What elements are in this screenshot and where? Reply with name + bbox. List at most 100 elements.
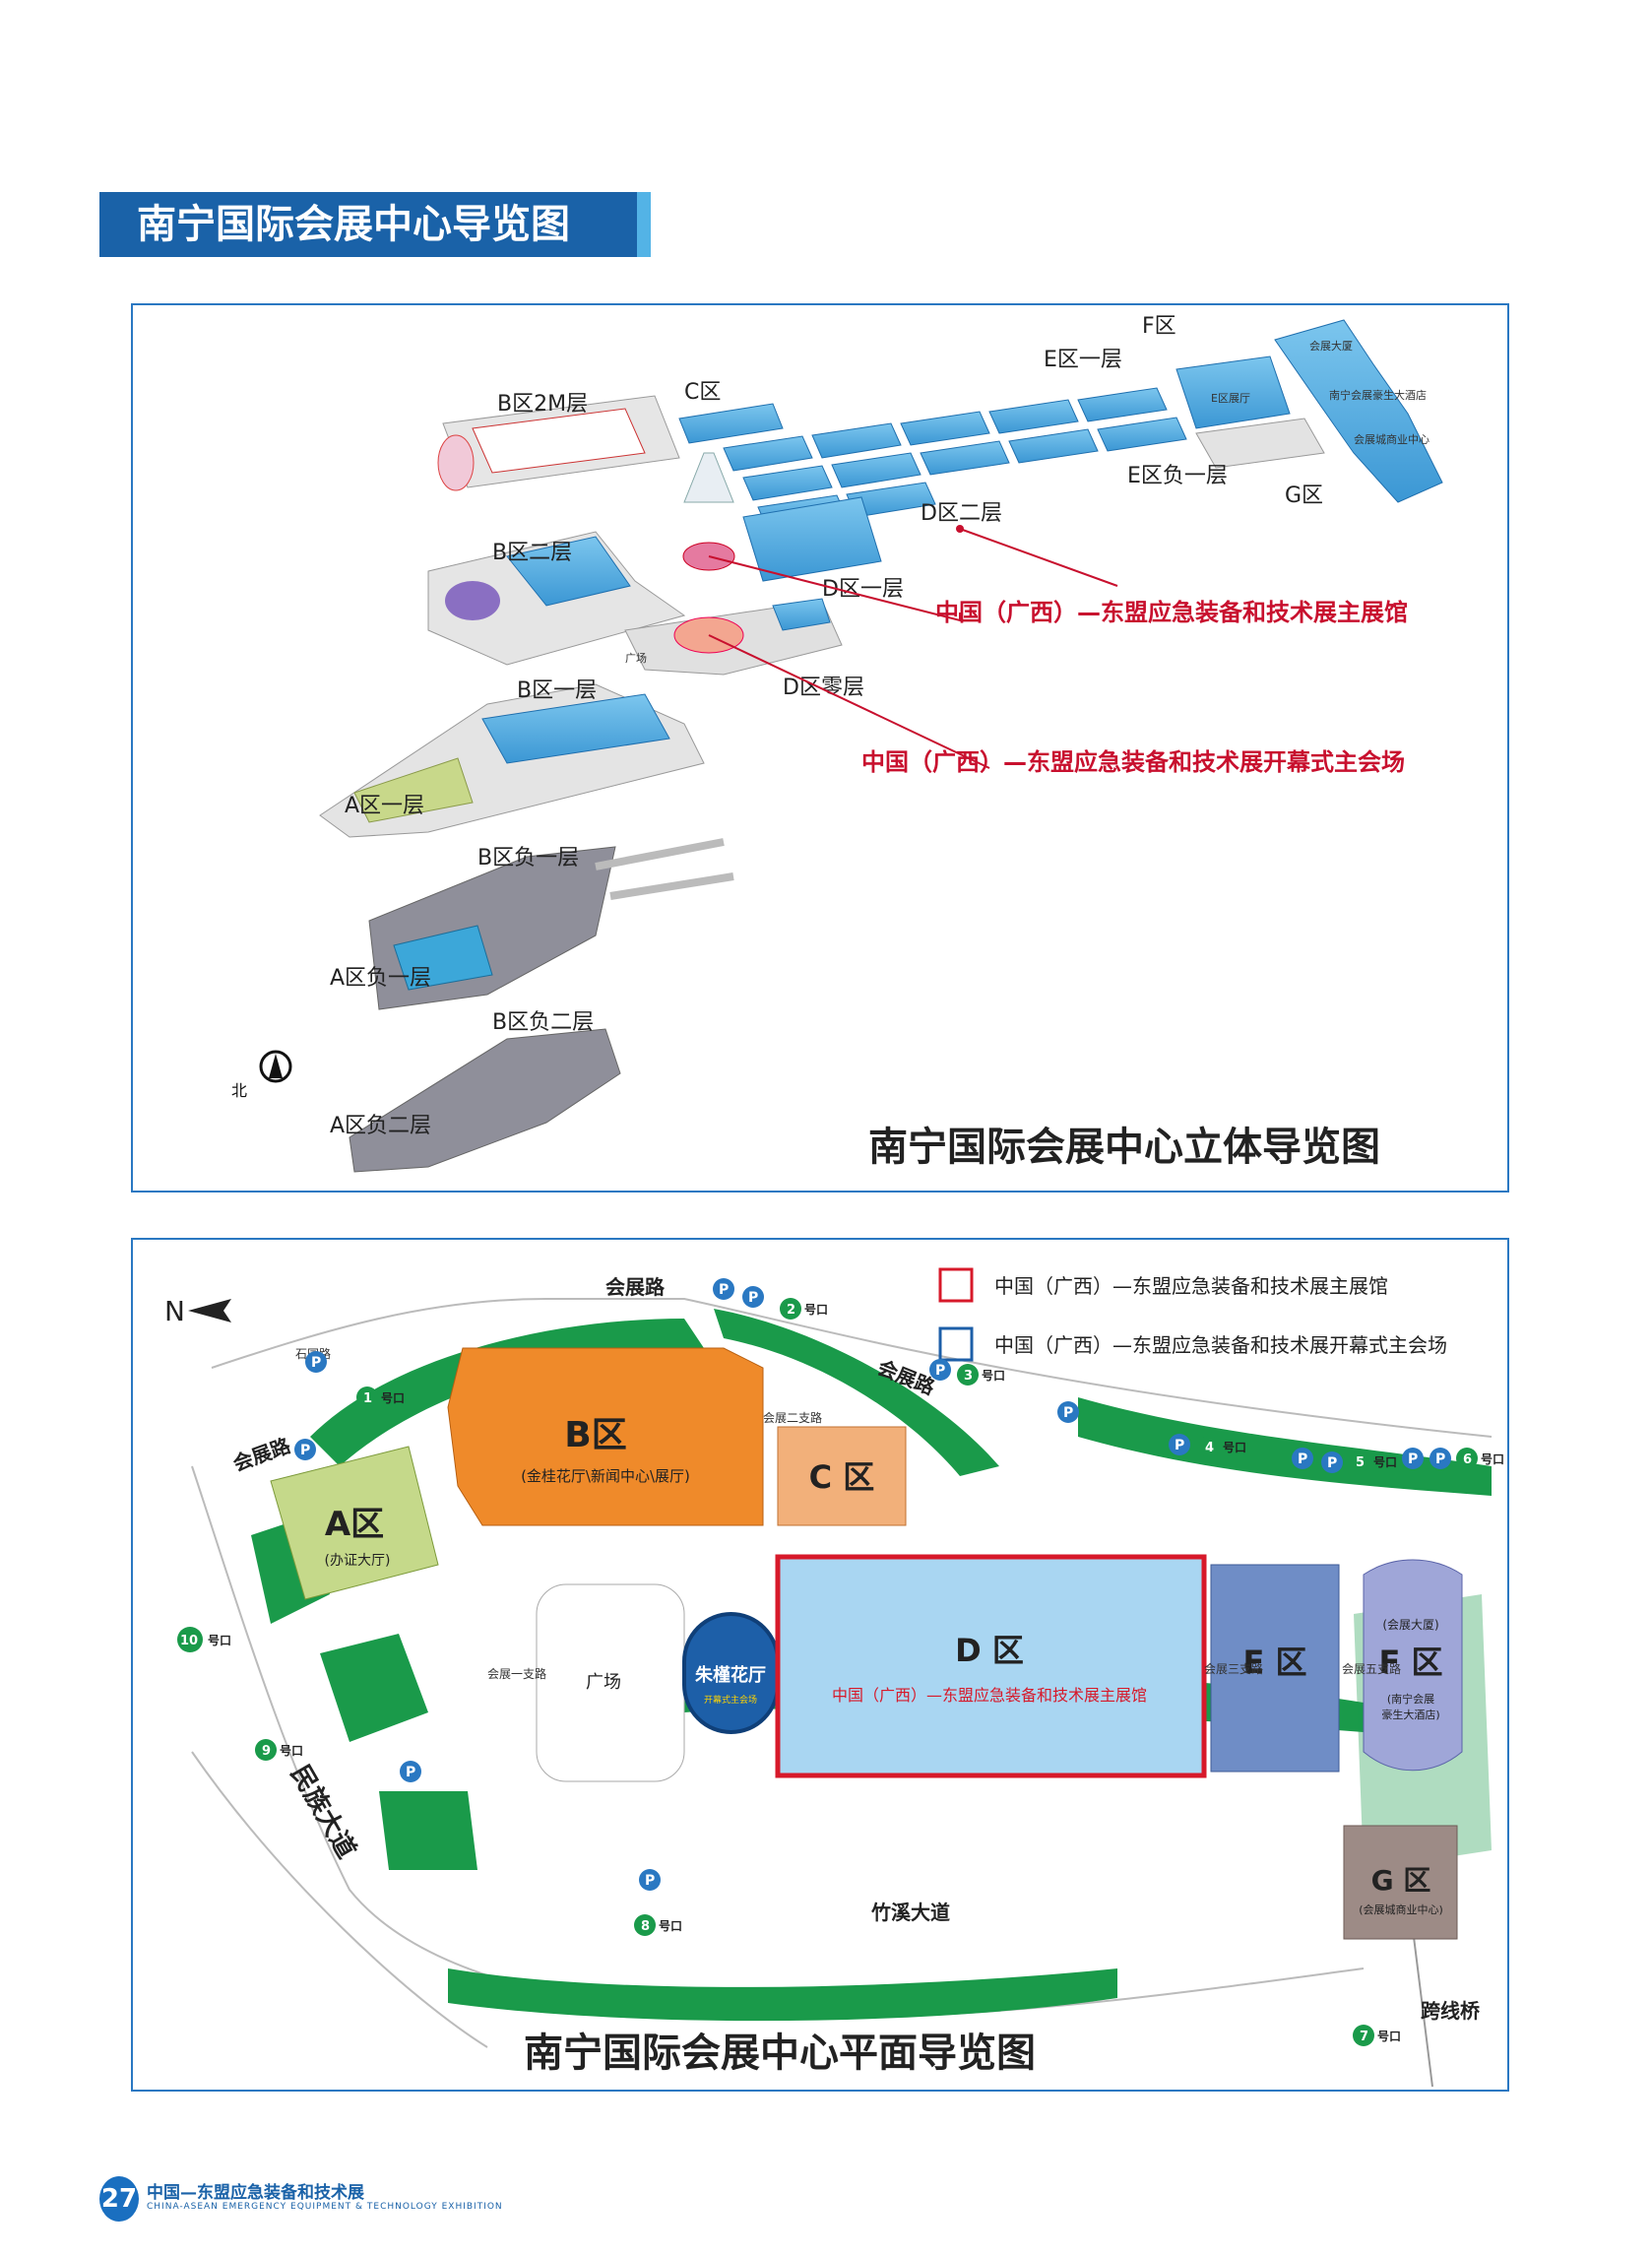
zone-g[interactable] (1343, 1825, 1458, 1940)
legend-main-hall: 中国（广西）—东盟应急装备和技术展主展馆 (994, 1274, 1388, 1298)
parking-icon: P (305, 1351, 327, 1373)
label-f: F区 (1142, 314, 1176, 339)
zone-d[interactable] (775, 1554, 1207, 1778)
svg-text:P: P (935, 1363, 945, 1379)
zone-f-name: F 区 (1378, 1644, 1442, 1681)
label-b-neg1: B区负一层 (477, 846, 579, 871)
compass-icon (259, 1050, 292, 1083)
svg-text:号口: 号口 (804, 1302, 828, 1317)
label-a-neg2: A区负二层 (330, 1114, 431, 1138)
footer-title-en: CHINA-ASEAN EMERGENCY EQUIPMENT & TECHNO… (147, 2202, 503, 2212)
gate-2: 2 号口 (780, 1298, 828, 1320)
zone-f[interactable] (1363, 1559, 1463, 1772)
layer-b2[interactable] (427, 531, 686, 666)
zone-f-sub1: (会展大厦) (1382, 1618, 1438, 1632)
map-2d-caption: 南宁国际会展中心平面导览图 (524, 2031, 1036, 2076)
parking-icon: P (742, 1286, 764, 1308)
label-e-hall: E区展厅 (1211, 392, 1250, 405)
legend-opening: 中国（广西）—东盟应急装备和技术展开幕式主会场 (994, 1333, 1447, 1357)
svg-text:号口: 号口 (381, 1390, 405, 1405)
parking-icon: P (1402, 1448, 1424, 1469)
label-f-building: 会展大厦 (1309, 339, 1353, 353)
north-arrow-icon (188, 1299, 231, 1322)
parking-icon: P (294, 1439, 316, 1460)
label-b2m: B区2M层 (497, 392, 588, 417)
map-3d-panel: 北 B区2M层 C区 E区一层 F区 G区 E区负一层 D区二层 B区二层 D区… (131, 303, 1509, 1193)
road-minzu: 民族大道 (285, 1760, 362, 1864)
callout-opening-venue: 中国（广西）—东盟应急装备和技术展开幕式主会场 (861, 748, 1405, 776)
zone-a[interactable] (270, 1446, 439, 1600)
zone-f-sub3: 豪生大酒店) (1381, 1708, 1439, 1721)
zone-b-sub: (金桂花厅\新闻中心\展厅) (521, 1467, 690, 1485)
layer-neg1[interactable] (368, 838, 734, 1010)
map-3d-caption: 南宁国际会展中心立体导览图 (868, 1125, 1380, 1170)
zone-d-sub: 中国（广西）—东盟应急装备和技术展主展馆 (832, 1686, 1147, 1705)
svg-text:5: 5 (1356, 1455, 1365, 1470)
layer-e1[interactable] (1175, 355, 1291, 429)
zone-a-sub: (办证大厅) (325, 1553, 391, 1569)
svg-text:8: 8 (641, 1919, 650, 1934)
zone-e-name: E 区 (1242, 1644, 1306, 1681)
gate-5: 5 号口 (1349, 1451, 1397, 1472)
hall-sub: 开幕式主会场 (704, 1694, 757, 1706)
svg-text:P: P (1435, 1451, 1445, 1467)
parking-icon: P (1430, 1448, 1451, 1469)
layer-b2m[interactable] (437, 395, 680, 491)
parking-icon: P (713, 1278, 734, 1300)
layer-e-neg1[interactable] (1195, 418, 1325, 469)
zone-b[interactable] (447, 1347, 764, 1526)
svg-text:P: P (311, 1355, 321, 1371)
zone-c-name: C 区 (809, 1458, 875, 1496)
label-b2: B区二层 (492, 541, 572, 565)
parking-markers[interactable]: P P P P P P P P P P P P P (294, 1278, 1451, 1891)
svg-text:P: P (300, 1443, 310, 1458)
block-f-g[interactable] (1274, 319, 1443, 503)
map-3d-illustration: 北 B区2M层 C区 E区一层 F区 G区 E区负一层 D区二层 B区二层 D区… (231, 314, 1443, 1173)
svg-text:号口: 号口 (208, 1633, 231, 1647)
layer-d1[interactable] (742, 496, 882, 582)
parking-icon: P (1292, 1448, 1313, 1469)
svg-text:P: P (1408, 1451, 1418, 1467)
road-branch5: 会展五支路 (1342, 1661, 1401, 1676)
hall-name: 朱槿花厅 (695, 1664, 766, 1686)
callout-main-hall: 中国（广西）—东盟应急装备和技术展主展馆 (935, 599, 1408, 626)
label-c: C区 (684, 380, 721, 405)
road-huizhan-left: 会展路 (230, 1433, 295, 1475)
map-2d-panel: 中国（广西）—东盟应急装备和技术展主展馆 中国（广西）—东盟应急装备和技术展开幕… (131, 1238, 1509, 2092)
svg-text:7: 7 (1360, 2030, 1368, 2044)
zone-g-sub: (会展城商业中心) (1359, 1902, 1443, 1916)
parking-icon: P (1057, 1401, 1079, 1423)
zone-c[interactable] (777, 1426, 907, 1526)
svg-text:P: P (1063, 1405, 1073, 1421)
parking-icon: P (1321, 1451, 1343, 1473)
road-branch2: 会展二支路 (763, 1410, 822, 1425)
road-zhuxi: 竹溪大道 (870, 1901, 950, 1924)
svg-text:号口: 号口 (982, 1368, 1005, 1383)
layer-b1-a1[interactable] (319, 683, 705, 838)
parking-icon: P (929, 1359, 951, 1381)
page-title: 南宁国际会展中心导览图 (99, 192, 651, 257)
label-e1: E区一层 (1044, 348, 1122, 372)
road-bridge: 跨线桥 (1421, 1999, 1481, 2023)
zone-e[interactable] (1210, 1564, 1340, 1773)
svg-text:号口: 号口 (1481, 1451, 1504, 1466)
svg-text:号口: 号口 (1373, 1454, 1397, 1469)
layer-neg2[interactable] (349, 1028, 621, 1173)
block-c[interactable] (678, 403, 784, 444)
svg-text:P: P (406, 1765, 415, 1780)
zone-b-name: B区 (564, 1415, 626, 1455)
landmark-tower (683, 452, 734, 503)
svg-text:P: P (1327, 1455, 1337, 1471)
compass-label: 北 (231, 1081, 247, 1100)
road-huizhan-top: 会展路 (605, 1275, 666, 1299)
label-d0: D区零层 (783, 676, 864, 700)
zone-d-name: D 区 (955, 1632, 1024, 1669)
svg-text:2: 2 (787, 1303, 795, 1318)
